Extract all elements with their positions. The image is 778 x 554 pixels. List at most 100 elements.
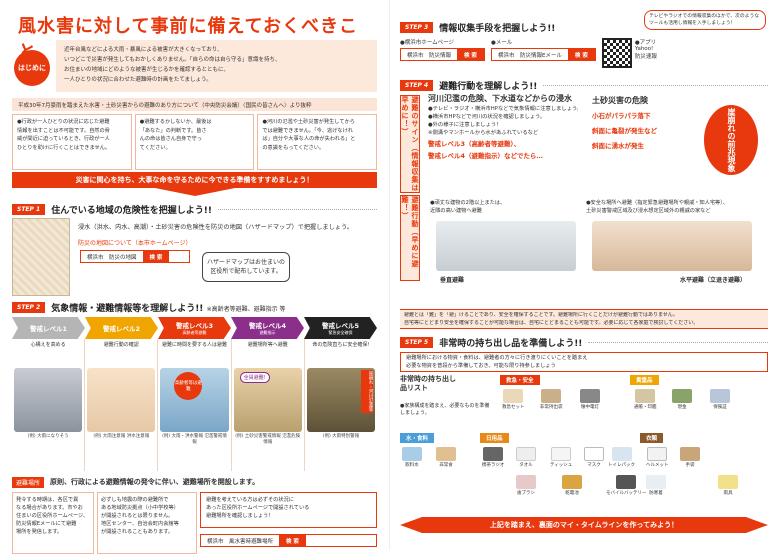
helmet-icon bbox=[647, 447, 668, 461]
supply-label: モバイルバッテリー bbox=[606, 491, 647, 496]
supply-item: 非常持出袋 bbox=[540, 389, 563, 410]
info-line: 防災情報Eメールにて避難 bbox=[16, 521, 77, 527]
evac-site-text: 原則、行政による避難情報の発令に伴い、避難場所を開設します。 bbox=[50, 478, 260, 486]
passbook-icon bbox=[635, 389, 656, 403]
supply-item: 飲料水 bbox=[402, 447, 422, 468]
divider bbox=[588, 341, 768, 343]
level-2: 警戒レベル2 bbox=[85, 317, 158, 339]
bag-icon bbox=[541, 389, 562, 403]
website-search[interactable]: 横浜市 防災情報検 索 bbox=[400, 48, 485, 61]
hazard-map-bubble: ハザードマップはお住まいの区役所で配布しています。 bbox=[202, 252, 290, 282]
step2-sub: ※高齢者等避難、避難指示 等 bbox=[206, 305, 286, 313]
evac-search-block: 避難を考えている方は必ずその状況にあった区役所ホームページで開設されている避難場… bbox=[200, 492, 377, 554]
search-query: 横浜市 防災情報 bbox=[407, 52, 452, 59]
coat-icon bbox=[646, 475, 666, 489]
evac-site-search[interactable]: 横浜市 風水害時避難場所 検 索 bbox=[200, 534, 377, 547]
email-search[interactable]: 横浜市 防災情報Eメール検 索 bbox=[490, 48, 596, 61]
towel-icon bbox=[516, 447, 536, 461]
step1-title: 住んでいる地域の危険性を把握しよう!! bbox=[51, 205, 212, 216]
step3-title: 情報収集手段を把握しよう!! bbox=[439, 23, 556, 34]
tool-label: ●メール bbox=[490, 40, 513, 46]
advice-boxes: ●行政が一人ひとりの状況に応じた避難情報を出すことは不可能です。自然の脅威が間近… bbox=[12, 114, 378, 170]
disaster-badge: 崖崩れ・河川氾濫等 bbox=[361, 370, 374, 413]
vertical-evac-label: 垂直避難 bbox=[440, 277, 465, 284]
landslide-heading: 土砂災害の危険 bbox=[592, 96, 648, 105]
level4-text: 警戒レベル4（避難指示）などでたら… bbox=[428, 152, 543, 160]
action-line: 土砂災害警戒区域及び浸水想定区域外の親戚の家など bbox=[586, 208, 711, 214]
action-line: ●頑丈な建物の2階以上または、 bbox=[430, 200, 506, 206]
supplies-list-title: 非常時の持ち出し品リスト bbox=[400, 375, 456, 392]
supply-item: ヘルメット bbox=[646, 447, 669, 468]
search-button[interactable]: 検 索 bbox=[567, 49, 595, 60]
level-label: 警戒レベル2 bbox=[102, 325, 141, 333]
landslide-sign: 斜面に湧水が発生 bbox=[592, 142, 644, 150]
step3-tag: STEP 3 bbox=[400, 21, 434, 33]
tissue-icon bbox=[551, 447, 572, 461]
divider bbox=[217, 208, 377, 210]
info-line: 発令する時期は、各区で異 bbox=[16, 497, 79, 503]
page-title: 風水害に対して事前に備えておくべきこと bbox=[18, 16, 359, 63]
supply-item: マスク bbox=[584, 447, 604, 468]
all-evacuation-illustration: 全員避難! bbox=[233, 368, 302, 432]
advice-line: 「あなた」の判断です。皆さ bbox=[139, 127, 207, 134]
mask-icon bbox=[584, 447, 604, 461]
advice-line: 威が間近に迫っているとき、行政が一人 bbox=[17, 136, 110, 142]
category-clothing: 衣類 bbox=[640, 433, 664, 443]
app-name-sub: 防災速報 bbox=[634, 54, 657, 60]
advice-box: ●河川の氾濫や土砂災害が発生してからでは避難できません。「今、逃げなければ」自分… bbox=[257, 114, 378, 170]
supply-item: 懐中電灯 bbox=[580, 389, 600, 410]
hazard-map-search[interactable]: 横浜市 防災の地図 検 索 bbox=[80, 250, 190, 263]
flashlight-icon bbox=[580, 389, 600, 403]
category-valuables: 貴重品 bbox=[630, 375, 659, 385]
flood-heading: 河川氾濫の危険、下水道などからの浸水 bbox=[428, 94, 572, 103]
flood-line: ※側溝やマンホールから水があふれているなど bbox=[428, 130, 539, 136]
horizontal-evac-label: 水平避難（立退き避難） bbox=[680, 277, 747, 284]
level-column: 命の危険直ちに安全確保!崖崩れ・河川氾濫等(例) 大雨特別警報 bbox=[305, 339, 377, 471]
level-label: 警戒レベル4 bbox=[248, 322, 287, 330]
info-line: 避難を考えている方は必ずその状況に bbox=[206, 497, 294, 503]
level-columns: 心構えを高める(例) 大雨になりそう 避難行動の確認(例) 大雨注意報 洪水注意… bbox=[12, 339, 377, 471]
gloves-icon bbox=[680, 447, 700, 461]
supply-item: モバイルバッテリー bbox=[606, 475, 647, 496]
tool-label: ●アプリ bbox=[634, 40, 657, 46]
qr-code-icon[interactable] bbox=[601, 38, 632, 68]
search-button[interactable]: 検 索 bbox=[457, 49, 484, 60]
step3-header: STEP 3 情報収集手段を把握しよう!! bbox=[400, 20, 768, 34]
level-column: 避難場所等へ避難全員避難!(例) 土砂災害警戒情報 氾濫危険情報 bbox=[232, 339, 305, 471]
supply-item: 通帳・印鑑 bbox=[634, 389, 657, 410]
step4-header: STEP 4 避難行動を理解しよう!! bbox=[400, 78, 768, 92]
supply-item: トイレパック bbox=[608, 447, 635, 468]
advice-line: ●行政が一人ひとりの状況に応じた避難 bbox=[17, 119, 110, 125]
toothbrush-icon bbox=[516, 475, 536, 489]
advice-line: ば」自分や大事な人の命が失われる」と bbox=[262, 136, 356, 142]
evac-site-tag: 避難場所 bbox=[12, 476, 45, 488]
supplies-line: 必要な物資を普段から準備しておき、可能な限り持参しましょう bbox=[406, 362, 556, 369]
search-button[interactable]: 検 索 bbox=[142, 251, 170, 262]
supply-label: 携帯ラジオ bbox=[482, 463, 505, 468]
category-first-aid: 救急・安全 bbox=[500, 375, 540, 385]
evac-actions: 避難行動（早めに避難！） ●頑丈な建物の2階以上または、近隣の高い建物へ避難 ●… bbox=[400, 195, 768, 307]
step5-title: 非常時の持ち出し品を準備しよう!! bbox=[439, 338, 583, 349]
search-button[interactable]: 検 索 bbox=[279, 535, 306, 546]
supply-label: トイレパック bbox=[608, 463, 635, 468]
level-caption: 命の危険直ちに安全確保! bbox=[312, 342, 370, 348]
level-note: (例) 大雨・洪水警報 氾濫警戒情報 bbox=[162, 434, 227, 445]
action-line: ●安全な場所へ避難（指定緊急避難場所や親戚・知人宅等）、 bbox=[586, 200, 728, 206]
evac-site-row: 避難場所 原則、行政による避難情報の発令に伴い、避難場所を開設します。 bbox=[12, 476, 377, 488]
left-panel: 風水害に対して事前に備えておくべきこと はじめに 近年台風などによる大雨・暴風に… bbox=[0, 0, 389, 554]
info-line: あった区役所ホームページで開設されている bbox=[206, 505, 310, 511]
supplies-intro: 避難場所における物資・食料は、避難者の方々に行き渡りにくいことを踏まえ 必要な物… bbox=[400, 352, 768, 372]
insurance-card-icon bbox=[710, 389, 730, 403]
landslide-sign: 小石がパラパラ落下 bbox=[592, 112, 651, 120]
search-query: 横浜市 防災情報Eメール bbox=[497, 52, 562, 59]
landslide-omen-seal: 崖崩れの前兆現象 bbox=[704, 105, 758, 175]
hazard-map-link[interactable]: 防災の地図について（本市ホームページ） bbox=[78, 240, 192, 247]
intro-badge: はじめに bbox=[14, 50, 50, 86]
building-illustration bbox=[436, 221, 576, 271]
flood-line: ●横浜市HPなどで河川の状況を確認しましょう。 bbox=[428, 114, 546, 120]
level-note: (例) 大雨注意報 洪水注意報 bbox=[93, 434, 150, 439]
evac-site-info: 発令する時期は、各区で異なる場合があります。市やお住まいの区役所ホームページ、防… bbox=[12, 492, 377, 554]
step1-body: 浸水（洪水、内水、高潮）・土砂災害の危険性を防災の地図（ハザードマップ）で把握し… bbox=[12, 218, 377, 300]
